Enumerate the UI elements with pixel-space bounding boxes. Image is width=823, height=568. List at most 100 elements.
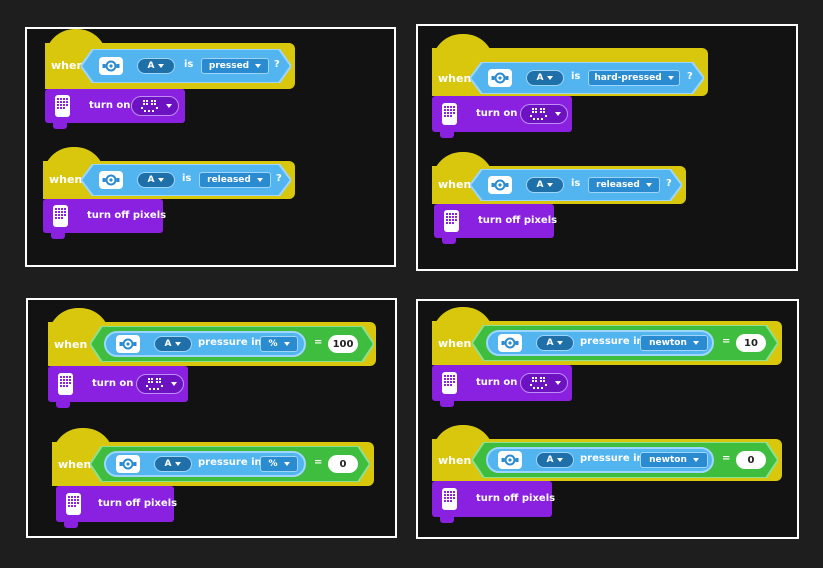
question-mark: ? — [274, 59, 280, 70]
state-dropdown[interactable]: released — [588, 177, 660, 193]
turn-on-label: turn on — [89, 100, 131, 111]
force-sensor-condition[interactable]: A is pressed ? — [81, 49, 291, 83]
value-input[interactable]: 10 — [736, 334, 766, 352]
pressure-reporter[interactable] — [486, 330, 714, 356]
state-dropdown[interactable]: released — [199, 172, 271, 188]
turn-on-label: turn on — [476, 377, 518, 388]
unit-value: newton — [649, 338, 687, 348]
port-dropdown[interactable]: A — [154, 336, 192, 352]
chevron-down-icon — [547, 183, 554, 187]
when-hat-block[interactable]: when A pressure in newton = 10 — [432, 307, 782, 365]
pressure-in-label: pressure in — [198, 337, 262, 348]
port-value: A — [147, 61, 155, 71]
state-value: released — [207, 175, 251, 185]
port-dropdown[interactable]: A — [526, 70, 564, 86]
unit-value: newton — [649, 455, 687, 465]
port-dropdown[interactable]: A — [137, 58, 175, 74]
when-hat-block[interactable]: when A is released ? — [43, 147, 295, 199]
force-sensor-icon — [116, 335, 140, 353]
chevron-down-icon — [166, 104, 172, 108]
question-mark: ? — [666, 178, 672, 189]
chevron-down-icon — [171, 382, 177, 386]
turn-on-block[interactable]: turn on — [432, 96, 572, 138]
turn-off-pixels-block[interactable]: turn off pixels — [434, 204, 557, 244]
when-hat-block[interactable]: when A is hard-pressed ? — [432, 34, 708, 96]
chevron-down-icon — [555, 381, 561, 385]
turn-off-pixels-block[interactable]: turn off pixels — [43, 199, 167, 239]
turn-on-block[interactable]: turn on — [45, 89, 185, 129]
when-hat-block[interactable]: when A pressure in % = 0 — [52, 428, 374, 486]
when-hat-block[interactable]: when A pressure in % = 100 — [48, 308, 376, 366]
turn-off-pixels-block[interactable]: turn off pixels — [432, 481, 556, 523]
pressure-compare-condition[interactable]: A pressure in newton = 0 — [472, 442, 778, 478]
when-label: when — [438, 454, 472, 467]
face-image-dropdown[interactable] — [520, 104, 568, 124]
force-sensor-condition[interactable]: A is released ? — [81, 164, 291, 196]
port-dropdown[interactable]: A — [536, 335, 574, 351]
when-label: when — [58, 458, 92, 471]
equals-sign: = — [722, 336, 731, 347]
force-sensor-icon — [99, 171, 123, 189]
chevron-down-icon — [667, 76, 674, 80]
equals-sign: = — [314, 337, 323, 348]
port-value: A — [536, 180, 544, 190]
light-matrix-icon — [444, 210, 459, 232]
port-value: A — [536, 73, 544, 83]
pressure-compare-condition[interactable]: A pressure in % = 0 — [90, 446, 370, 482]
is-label: is — [184, 59, 194, 70]
turn-on-label: turn on — [92, 378, 134, 389]
value-input[interactable]: 0 — [736, 451, 766, 469]
pressure-compare-condition[interactable]: A pressure in newton = 10 — [472, 325, 778, 361]
value-input[interactable]: 0 — [328, 455, 358, 473]
unit-dropdown[interactable]: % — [260, 336, 298, 352]
when-label: when — [51, 59, 85, 72]
question-mark: ? — [276, 173, 282, 184]
pressure-in-label: pressure in — [580, 453, 644, 464]
force-sensor-icon — [488, 176, 512, 194]
unit-dropdown[interactable]: newton — [640, 335, 708, 351]
when-label: when — [49, 173, 83, 186]
face-image-dropdown[interactable] — [136, 374, 184, 394]
turn-off-pixels-label: turn off pixels — [98, 498, 178, 509]
panel-pressure-newton: when A pressure in newton = 10 turn on — [416, 299, 799, 539]
when-hat-block[interactable]: when A pressure in newton = 0 — [432, 425, 782, 481]
chevron-down-icon — [557, 458, 564, 462]
light-matrix-icon — [53, 205, 68, 227]
panel-pressure-percent: when A pressure in % = 100 turn on — [26, 298, 397, 538]
light-matrix-icon — [442, 103, 457, 125]
port-dropdown[interactable]: A — [137, 172, 175, 188]
turn-off-pixels-label: turn off pixels — [87, 210, 167, 221]
state-value: released — [596, 180, 640, 190]
smiley-face-icon — [530, 108, 547, 120]
force-sensor-condition[interactable]: A is released ? — [470, 169, 682, 201]
unit-dropdown[interactable]: newton — [640, 452, 708, 468]
light-matrix-icon — [55, 95, 70, 117]
when-hat-block[interactable]: when A is pressed ? — [45, 29, 295, 89]
chevron-down-icon — [557, 341, 564, 345]
unit-value: % — [268, 339, 278, 349]
is-label: is — [571, 71, 581, 82]
chevron-down-icon — [283, 342, 290, 346]
port-dropdown[interactable]: A — [526, 177, 564, 193]
when-label: when — [54, 338, 88, 351]
pressure-compare-condition[interactable]: A pressure in % = 100 — [90, 326, 374, 362]
face-image-dropdown[interactable] — [520, 373, 568, 393]
port-dropdown[interactable]: A — [154, 456, 192, 472]
unit-dropdown[interactable]: % — [260, 456, 298, 472]
turn-on-block[interactable]: turn on — [48, 366, 188, 408]
port-value: A — [164, 459, 172, 469]
chevron-down-icon — [256, 178, 263, 182]
turn-off-pixels-label: turn off pixels — [476, 493, 556, 504]
turn-off-pixels-block[interactable]: turn off pixels — [56, 486, 178, 528]
force-sensor-condition[interactable]: A is hard-pressed ? — [470, 62, 704, 94]
face-image-dropdown[interactable] — [131, 96, 179, 116]
port-dropdown[interactable]: A — [536, 452, 574, 468]
chevron-down-icon — [175, 462, 182, 466]
state-dropdown[interactable]: hard-pressed — [588, 70, 680, 86]
value-input[interactable]: 100 — [328, 335, 358, 353]
when-hat-block[interactable]: when A is released ? — [432, 152, 686, 204]
turn-on-block[interactable]: turn on — [432, 365, 572, 407]
chevron-down-icon — [158, 178, 165, 182]
state-dropdown[interactable]: pressed — [201, 58, 269, 74]
panel-pressed-released: when A is pressed ? turn on when — [25, 27, 396, 267]
